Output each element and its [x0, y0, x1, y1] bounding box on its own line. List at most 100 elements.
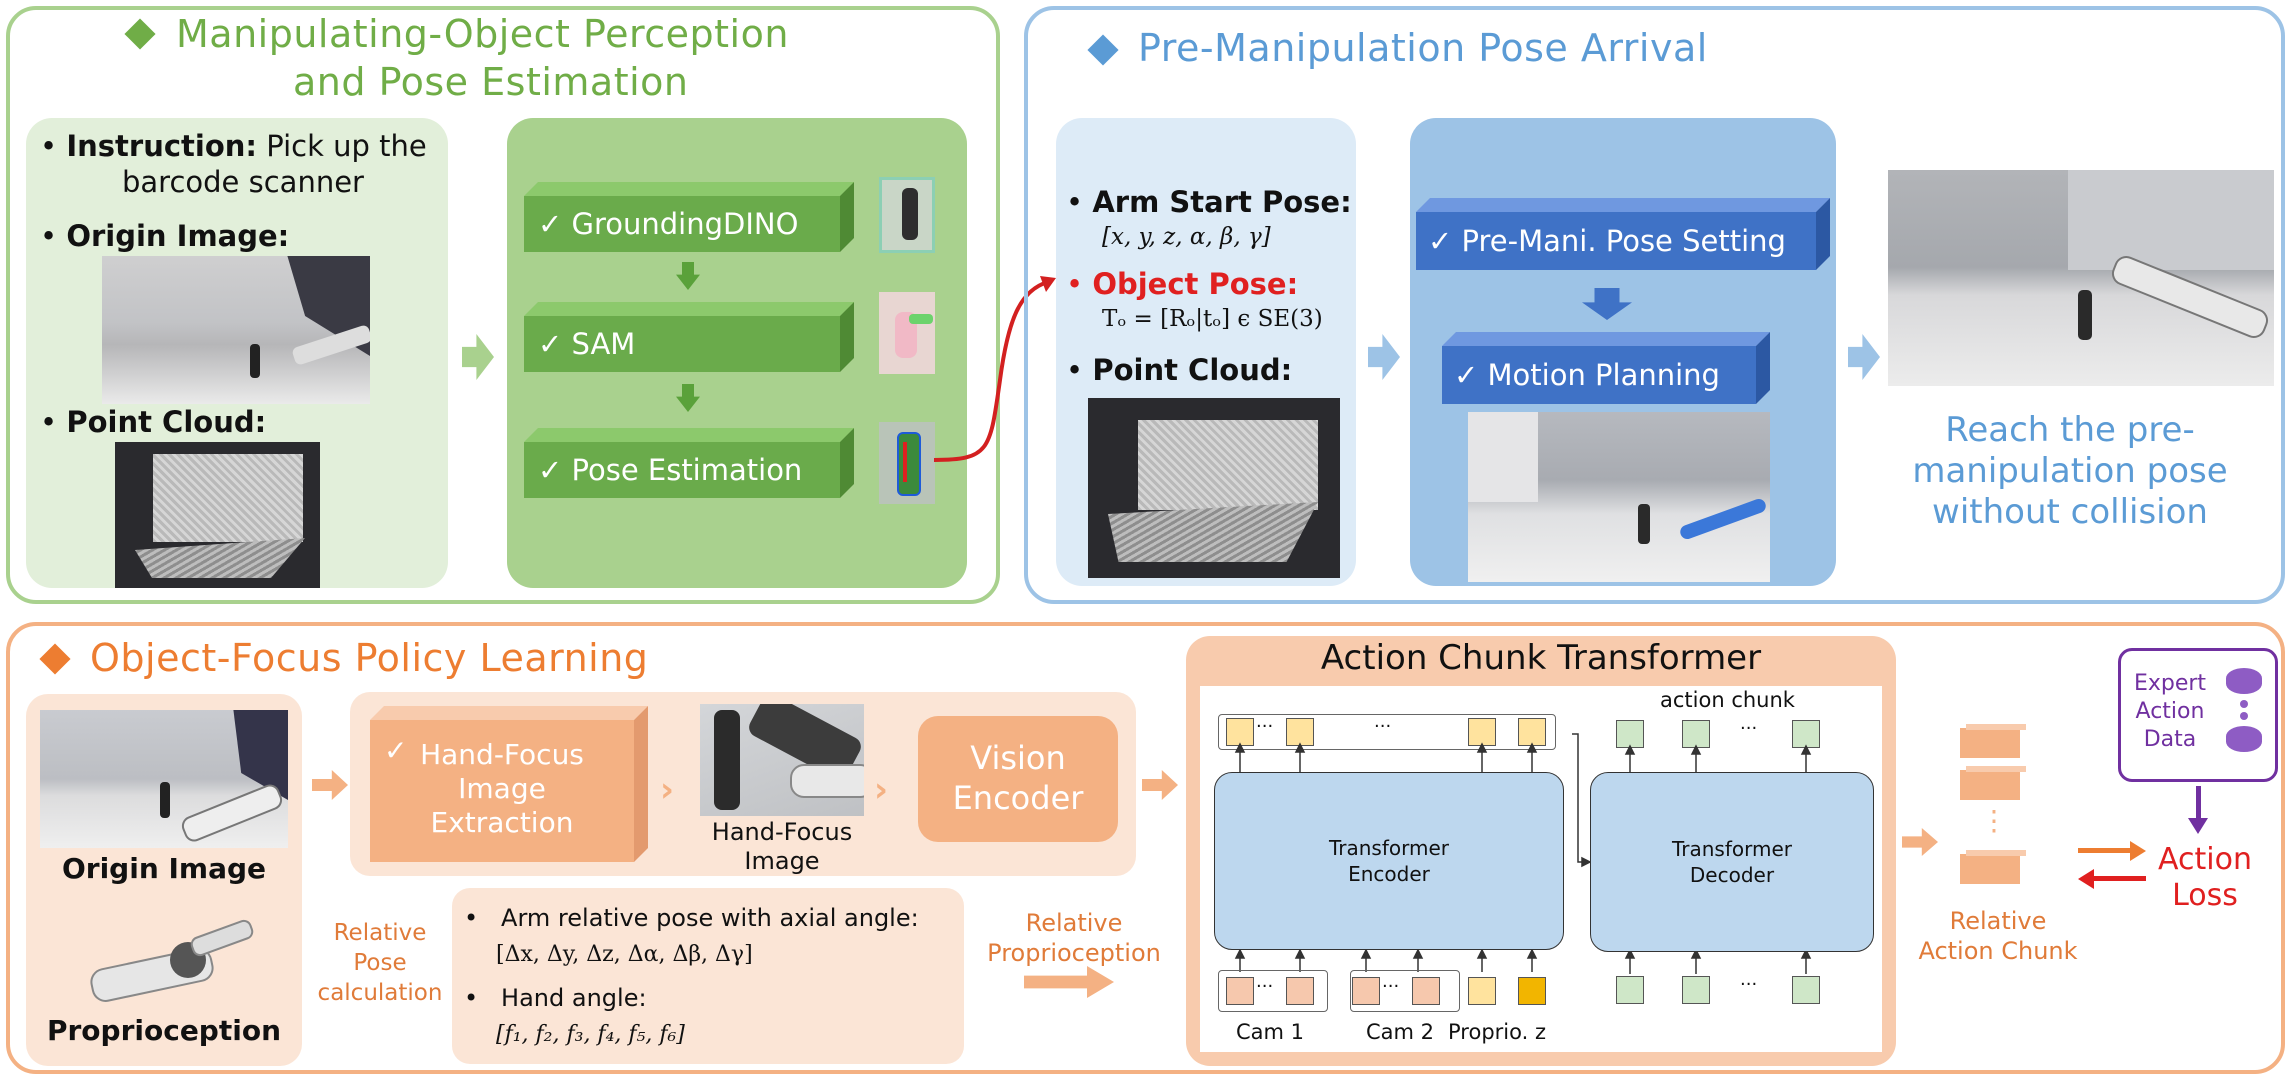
action-chunk-label: action chunk: [1660, 688, 1795, 712]
chevron-right-icon-2: ›: [874, 770, 889, 810]
perception-panel: [6, 6, 1000, 604]
encoder-label-2: Encoder: [1348, 862, 1430, 886]
object-pose-math: Tₒ = [Rₒ|tₒ] ϵ SE(3): [1102, 306, 1323, 332]
point-cloud-photo: [115, 442, 320, 588]
loss-line1: Action: [2158, 842, 2252, 877]
chunk-vdots: ⋮: [1980, 804, 2008, 837]
z-token: [1518, 977, 1546, 1005]
pose-point-cloud-item: • Point Cloud:: [1066, 353, 1293, 387]
hand-angle-label: Hand angle:: [501, 984, 647, 1012]
origin-image-label: Origin Image:: [66, 219, 290, 253]
reach-line2: manipulation pose: [1912, 451, 2228, 491]
enc-out-dots-2: ···: [1374, 716, 1392, 737]
motion-planning-photo: [1468, 412, 1770, 582]
vision-encoder-label-1: Vision: [970, 739, 1066, 777]
relative-proprio-text: Relative Proprioception: [974, 908, 1174, 968]
proprio-z-label: Proprio. z: [1448, 1020, 1546, 1044]
policy-title: Object-Focus Policy Learning: [90, 636, 649, 680]
hand-focus-image-label-1: Hand-Focus: [711, 818, 853, 846]
cam2-label: Cam 2: [1366, 1020, 1435, 1044]
arm-start-math: [x, y, z, α, β, γ]: [1102, 224, 1271, 250]
perception-title-line2: and Pose Estimation: [293, 60, 689, 104]
object-pose-item: • Object Pose:: [1066, 267, 1299, 301]
arrow-loss-to-chunk: [2078, 869, 2146, 889]
hand-focus-label-2: Image: [458, 772, 546, 805]
policy-panel: [6, 622, 2285, 1074]
policy-origin-photo: [40, 710, 288, 848]
proprio-token: [1468, 977, 1496, 1005]
reach-line1: Reach the pre-: [1945, 410, 2195, 450]
object-pose-label: Object Pose:: [1092, 267, 1299, 301]
rel-chunk-line1: Relative: [1949, 907, 2047, 935]
cam2-token: [1412, 977, 1440, 1005]
step-pose-estimation: ✓ Pose Estimation: [524, 428, 854, 498]
relative-pose-line3: calculation: [317, 980, 443, 1006]
reach-line3: without collision: [1932, 492, 2208, 532]
cam1-token: [1226, 977, 1254, 1005]
hand-focus-image-label-2: Image: [744, 847, 820, 875]
point-cloud-label: Point Cloud:: [66, 405, 267, 439]
hand-angle-math: [f₁, f₂, f₃, f₄, f₅, f₆]: [496, 1022, 685, 1047]
proprioception-arm-image: [87, 917, 256, 1005]
origin-image-item: • Origin Image:: [40, 219, 290, 253]
proprioception-label: Proprioception: [46, 1014, 282, 1047]
instruction-text-2: barcode scanner: [122, 165, 364, 199]
point-cloud-item: • Point Cloud:: [40, 405, 267, 439]
hand-focus-label-1: Hand-Focus: [420, 738, 584, 771]
transformer-encoder: Transformer Encoder: [1214, 772, 1564, 950]
encoder-label-1: Transformer: [1328, 836, 1449, 860]
expert-line1: Expert: [2133, 671, 2207, 696]
relative-proprio-line2: Proprioception: [987, 939, 1161, 967]
step-motion-planning: ✓ Motion Planning: [1442, 332, 1770, 404]
sam-thumb: [879, 292, 935, 374]
arm-relative-item: • Arm relative pose with axial angle:: [464, 904, 919, 932]
action-chunk-stack: ⋮: [1960, 724, 2032, 884]
proprio-details-box: [452, 888, 964, 1064]
hand-angle-item: • Hand angle:: [464, 984, 647, 1012]
chevron-right-icon-1: ›: [660, 770, 675, 810]
expert-line3: Data: [2143, 727, 2197, 752]
decoder-label-1: Transformer: [1671, 837, 1792, 861]
dec-in-dots: ···: [1740, 974, 1758, 995]
hand-focus-photo: [700, 704, 864, 816]
instruction-label: Instruction:: [66, 129, 257, 163]
encoder-output-bracket: [1218, 714, 1556, 750]
dec-in-token: [1616, 976, 1644, 1004]
arrow-chunk-to-loss: [2078, 841, 2146, 861]
vision-encoder-label-2: Encoder: [952, 779, 1084, 817]
enc-out-dots-1: ···: [1256, 716, 1274, 737]
perception-title-line1: Manipulating-Object Perception: [176, 12, 789, 56]
vision-encoder-block: Vision Encoder: [918, 716, 1118, 842]
database-icon: [2226, 668, 2264, 764]
instruction-text: Pick up the: [266, 129, 427, 163]
expert-line2: Action: [2135, 699, 2205, 724]
token-arrows: [1234, 733, 1812, 974]
cam1-dots: ···: [1256, 976, 1274, 997]
relative-proprio-line1: Relative: [1025, 909, 1123, 937]
transformer-decoder: Transformer Decoder: [1590, 772, 1874, 952]
step-pre-mani-pose-setting: ✓ Pre-Mani. Pose Setting: [1416, 198, 1830, 270]
dec-in-token: [1682, 976, 1710, 1004]
hand-focus-extraction-block: ✓ Hand-Focus Image Extraction: [370, 706, 648, 862]
dec-out-dots: ···: [1740, 718, 1758, 739]
pose-point-cloud-label: Point Cloud:: [1092, 353, 1293, 387]
loss-line2: Loss: [2172, 878, 2238, 913]
final-pose-photo: [1888, 170, 2274, 386]
pose-arrival-title: Pre-Manipulation Pose Arrival: [1138, 26, 1708, 70]
cam2-token: [1352, 977, 1380, 1005]
hand-focus-label-3: Extraction: [430, 806, 574, 839]
origin-image-photo: [102, 256, 370, 404]
pose-arrival-panel: [1024, 6, 2285, 604]
instruction-item: • Instruction: Pick up the barcode scann…: [40, 128, 440, 200]
cam1-label: Cam 1: [1236, 1020, 1305, 1044]
rel-chunk-line2: Action Chunk: [1918, 937, 2078, 965]
cam2-dots: ···: [1382, 976, 1400, 997]
arm-relative-label: Arm relative pose with axial angle:: [501, 904, 919, 932]
groundingdino-thumb: [879, 177, 935, 253]
cam1-token: [1286, 977, 1314, 1005]
arm-relative-math: [Δx, Δy, Δz, Δα, Δβ, Δγ]: [496, 942, 753, 967]
dec-in-token: [1792, 976, 1820, 1004]
action-loss-label: Action Loss: [2150, 842, 2260, 914]
policy-origin-label: Origin Image: [61, 852, 267, 885]
hand-focus-image-label: Hand-Focus Image: [690, 818, 874, 876]
